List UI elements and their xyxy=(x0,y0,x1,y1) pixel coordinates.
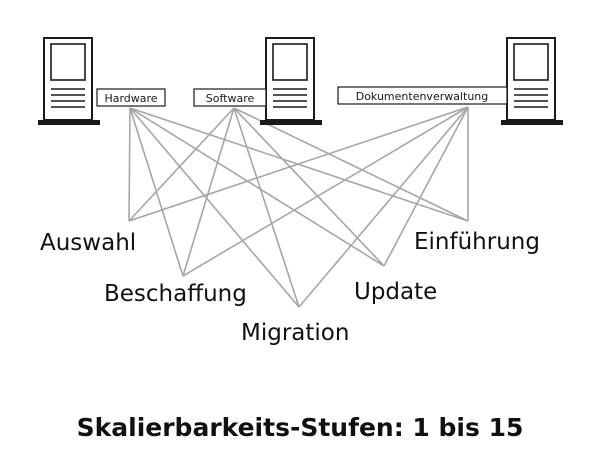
system-label-hardware: Hardware xyxy=(96,88,166,107)
connection-lines xyxy=(128,106,469,308)
scalability-caption: Skalierbarkeits-Stufen: 1 bis 15 xyxy=(77,413,524,442)
phase-label-beschaffung: Beschaffung xyxy=(104,281,247,307)
link-hardware-update xyxy=(129,107,385,267)
link-hardware-auswahl xyxy=(128,107,131,222)
server-icon-hardware xyxy=(38,37,100,125)
server-icon-dokumente xyxy=(501,37,563,125)
link-dokumente-beschaffung xyxy=(182,106,469,277)
system-label-dokumente-text: Dokumentenverwaltung xyxy=(356,90,489,103)
link-dokumente-migration xyxy=(298,106,469,308)
phase-label-migration: Migration xyxy=(241,320,349,346)
link-dokumente-auswahl xyxy=(128,106,469,222)
link-dokumente-update xyxy=(383,106,469,267)
phase-label-einfuehrung: Einführung xyxy=(414,229,540,255)
phase-label-auswahl: Auswahl xyxy=(40,230,136,256)
system-label-software-text: Software xyxy=(206,92,255,105)
link-software-update xyxy=(233,107,385,267)
server-icon-software xyxy=(260,37,322,125)
link-software-auswahl xyxy=(128,107,235,222)
system-label-software: Software xyxy=(193,88,267,107)
link-hardware-migration xyxy=(129,107,300,308)
link-software-migration xyxy=(233,107,300,308)
system-label-hardware-text: Hardware xyxy=(104,92,157,105)
link-software-beschaffung xyxy=(182,107,235,277)
link-software-einfuehrung xyxy=(233,107,469,222)
system-label-dokumente: Dokumentenverwaltung xyxy=(337,86,508,105)
phase-label-update: Update xyxy=(354,279,437,305)
